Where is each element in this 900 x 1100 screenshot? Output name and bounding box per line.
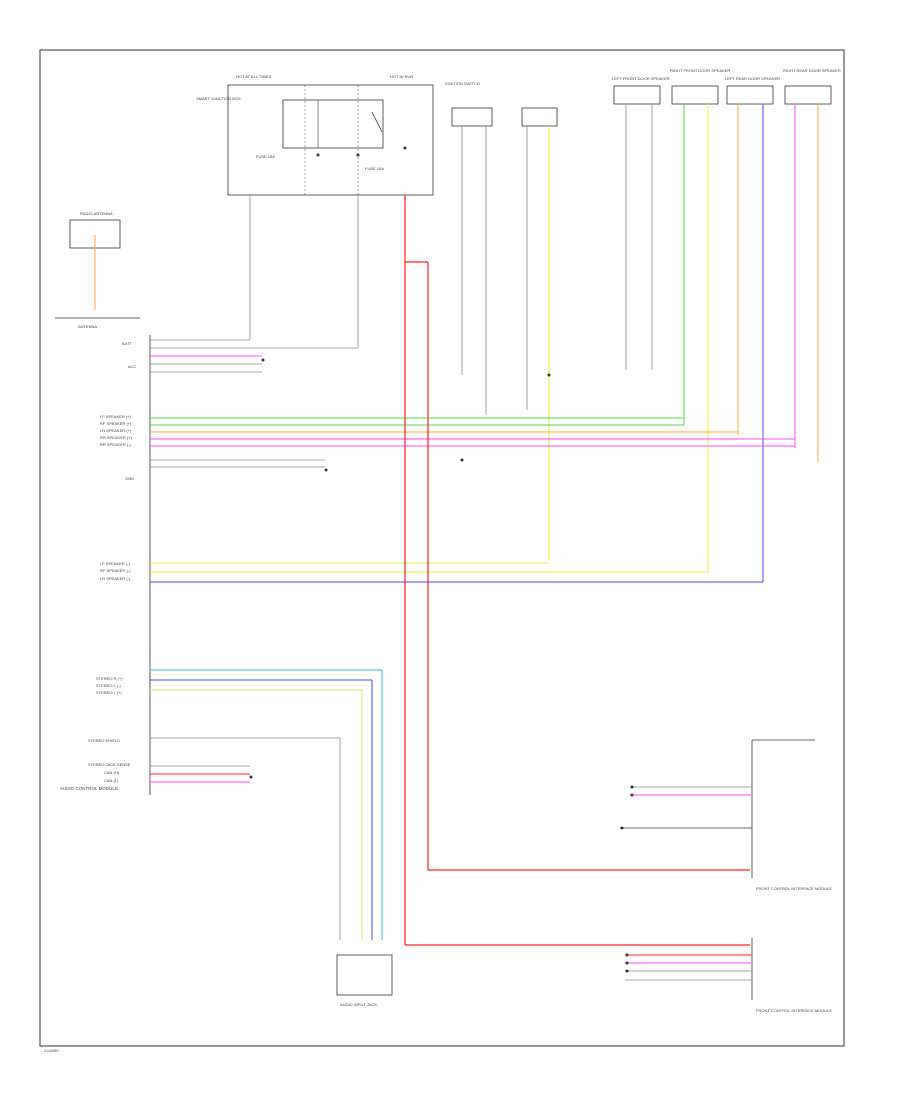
left-rear-speaker-label: LEFT REAR DOOR SPEAKER [725, 76, 780, 81]
stereo-r-pos-label: STEREO R (+) [96, 676, 123, 681]
stereo-input-wires [150, 669, 383, 940]
rf-spk-pos-label: RF SPEAKER (+) [100, 421, 132, 426]
left-rear-door-speaker [726, 85, 774, 105]
page-border [39, 49, 845, 1047]
ignition-switch-label: IGNITION SWITCH [445, 81, 480, 86]
antenna-label: ANTENNA [78, 324, 97, 329]
lr-spk-neg-label: LR SPEAKER (-) [100, 576, 131, 581]
front-control-interface-module: FRONT CONTROL INTERFACE MODULE [620, 739, 832, 891]
can-h-label: CAN (H) [104, 770, 120, 775]
smart-junction-box: SMART JUNCTION BOX HOT AT ALL TIMES HOT … [196, 74, 434, 196]
power-feed-wires [150, 195, 359, 373]
can-l-label: CAN (L) [104, 778, 119, 783]
hot-at-all-times-label: HOT AT ALL TIMES [236, 74, 271, 79]
radio-antenna-label: RADIO ANTENNA [80, 211, 113, 216]
right-rear-door-speaker [784, 85, 832, 105]
batt-label: BATT [122, 341, 132, 346]
fuse-15a-label: FUSE 15A [256, 154, 275, 159]
sjb-label: SMART JUNCTION BOX [196, 96, 241, 101]
right-front-door-speaker [671, 85, 719, 105]
speakers-group: LEFT FRONT DOOR SPEAKER RIGHT FRONT DOOR… [612, 68, 841, 582]
fcim-upper-label: FRONT CONTROL INTERFACE MODULE [756, 886, 832, 891]
lf-spk-pos-label: LF SPEAKER (+) [100, 414, 131, 419]
ground-notes [460, 373, 551, 462]
radio-antenna: RADIO ANTENNA ANTENNA [55, 211, 140, 329]
stereo-shield-label: STEREO SHIELD [88, 738, 120, 743]
right-front-speaker-label: RIGHT FRONT DOOR SPEAKER [670, 68, 730, 73]
acc-label: ACC [128, 364, 137, 369]
stereo-l-neg-label: STEREO L (-) [96, 683, 121, 688]
front-control-interface-module-lower: FRONT CONTROL INTERFACE MODULE [625, 938, 832, 1013]
stereo-l-pos-label: STEREO L (+) [96, 690, 122, 695]
audio-control-module-label: AUDIO CONTROL MODULE [60, 786, 118, 791]
upper-center-connectors: IGNITION SWITCH [445, 81, 558, 560]
rr-spk-neg-label: RR SPEAKER (-) [100, 442, 132, 447]
rr-spk-pos-label: RR SPEAKER (+) [100, 435, 133, 440]
gnd-label: GND [125, 476, 134, 481]
left-front-speaker-label: LEFT FRONT DOOR SPEAKER [612, 76, 670, 81]
main-red-wire [404, 195, 750, 946]
page-code: C1A099 [44, 1048, 59, 1053]
hot-in-run-label: HOT IN RUN [390, 74, 413, 79]
audio-input-jack: AUDIO INPUT JACK [336, 954, 393, 1007]
fuse-10a-label: FUSE 10A [365, 166, 384, 171]
stereo-jack-sense-label: STEREO JACK SENSE [88, 762, 131, 767]
rf-spk-neg-label: RF SPEAKER (-) [100, 568, 131, 573]
left-front-door-speaker [613, 85, 661, 105]
lr-spk-pos-label: LR SPEAKER (+) [100, 428, 132, 433]
fcim-lower-label: FRONT CONTROL INTERFACE MODULE [756, 1008, 832, 1013]
lf-spk-neg-label: LF SPEAKER (-) [100, 561, 130, 566]
audio-input-jack-label: AUDIO INPUT JACK [340, 1002, 377, 1007]
audio-control-module: AUDIO CONTROL MODULE BATT GND ACC LF SPE… [60, 335, 151, 795]
speaker-wires [150, 417, 796, 583]
right-rear-speaker-label: RIGHT REAR DOOR SPEAKER [783, 68, 841, 73]
